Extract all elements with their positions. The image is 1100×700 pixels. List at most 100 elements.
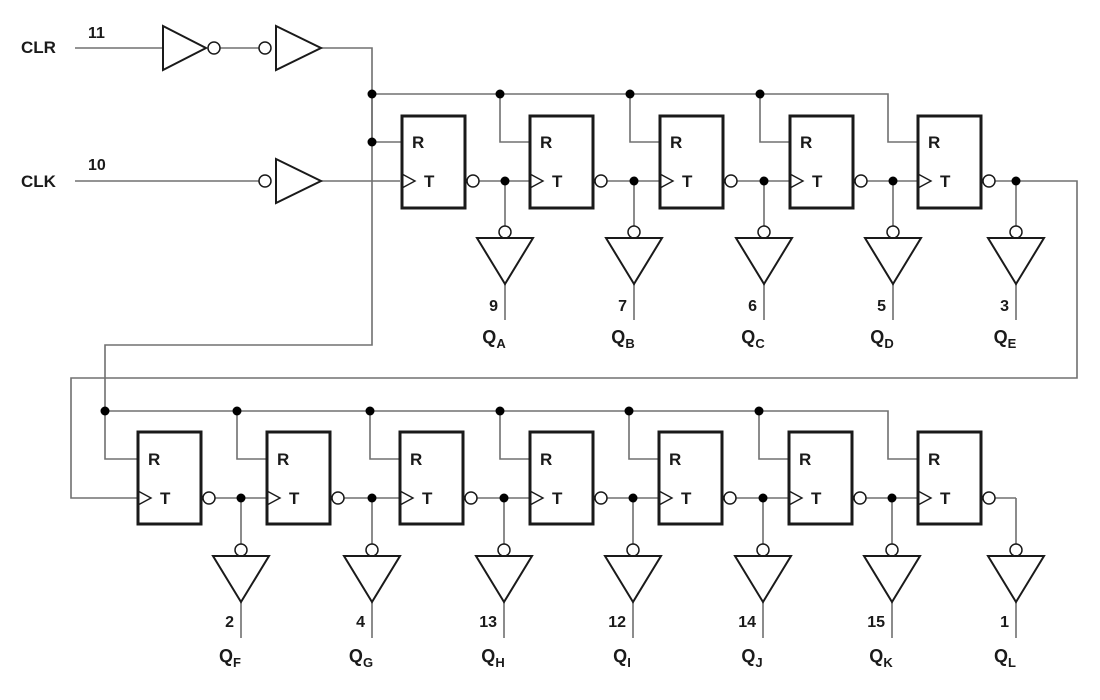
junction-dot bbox=[1011, 176, 1021, 186]
output-buffer-0 bbox=[475, 237, 535, 286]
inversion-bubble bbox=[1009, 543, 1023, 557]
flip-flop-6 bbox=[265, 430, 332, 526]
inversion-bubble bbox=[234, 543, 248, 557]
flip-flop-reset-label: R bbox=[928, 133, 940, 152]
flip-flop-clock-label: T bbox=[289, 489, 300, 508]
output-q-label: QL bbox=[994, 646, 1016, 670]
clock-edge-marker bbox=[137, 490, 153, 506]
clk-pin-number: 10 bbox=[88, 157, 106, 174]
flip-flop-0 bbox=[400, 114, 467, 210]
junction-dot bbox=[625, 89, 635, 99]
clock-edge-marker bbox=[789, 173, 805, 189]
flip-flop-reset-label: R bbox=[540, 133, 552, 152]
inversion-bubble bbox=[756, 543, 770, 557]
inversion-bubble bbox=[723, 491, 737, 505]
junction-dot bbox=[232, 406, 242, 416]
output-pin-number: 1 bbox=[1000, 614, 1009, 631]
junction-dot bbox=[100, 406, 110, 416]
junction-dot bbox=[629, 176, 639, 186]
flip-flop-clock-label: T bbox=[812, 172, 823, 191]
junction-dot bbox=[365, 406, 375, 416]
flip-flop-reset-label: R bbox=[670, 133, 682, 152]
inversion-bubble bbox=[594, 491, 608, 505]
output-buffer-2 bbox=[734, 237, 794, 286]
flip-flop-reset-label: R bbox=[799, 450, 811, 469]
flip-flop-clock-label: T bbox=[682, 172, 693, 191]
junction-dot bbox=[755, 89, 765, 99]
reset-drop-wire bbox=[369, 411, 400, 460]
output-pin-number: 6 bbox=[748, 298, 757, 315]
inversion-bubble bbox=[982, 174, 996, 188]
carry-to-second-row-wire bbox=[70, 180, 1078, 499]
inversion-bubble bbox=[854, 174, 868, 188]
inversion-bubble bbox=[886, 225, 900, 239]
flip-flop-clock-label: T bbox=[811, 489, 822, 508]
flip-flop-reset-label: R bbox=[412, 133, 424, 152]
output-pin-number: 9 bbox=[489, 298, 498, 315]
inversion-bubble bbox=[594, 174, 608, 188]
output-pin-number: 7 bbox=[618, 298, 627, 315]
flip-flop-7 bbox=[398, 430, 465, 526]
flip-flop-reset-label: R bbox=[410, 450, 422, 469]
flip-flop-reset-label: R bbox=[540, 450, 552, 469]
junction-dot bbox=[758, 493, 768, 503]
junction-dot bbox=[888, 176, 898, 186]
inversion-bubble bbox=[724, 174, 738, 188]
output-buffer-3 bbox=[863, 237, 923, 286]
clear-trunk-wire bbox=[104, 47, 373, 410]
flip-flop-clock-label: T bbox=[422, 489, 433, 508]
output-q-label: QJ bbox=[741, 646, 762, 670]
reset-drop-wire bbox=[236, 411, 267, 460]
output-pin-number: 15 bbox=[867, 614, 885, 631]
clock-edge-marker bbox=[917, 173, 933, 189]
clock-edge-marker bbox=[529, 173, 545, 189]
flip-flop-reset-label: R bbox=[669, 450, 681, 469]
clock-edge-marker bbox=[266, 490, 282, 506]
junction-dot bbox=[495, 89, 505, 99]
clr-buffer bbox=[275, 24, 324, 72]
junction-dot bbox=[628, 493, 638, 503]
inversion-bubble bbox=[365, 543, 379, 557]
components bbox=[100, 24, 1046, 604]
output-q-label: QI bbox=[613, 646, 631, 670]
flip-flop-reset-label: R bbox=[277, 450, 289, 469]
inversion-bubble bbox=[258, 41, 272, 55]
output-buffer-9 bbox=[733, 555, 793, 604]
inversion-bubble bbox=[466, 174, 480, 188]
output-pin-number: 5 bbox=[877, 298, 886, 315]
output-pin-number: 13 bbox=[479, 614, 497, 631]
junction-dot bbox=[495, 406, 505, 416]
inversion-bubble bbox=[331, 491, 345, 505]
junction-dot bbox=[367, 137, 377, 147]
flip-flop-clock-label: T bbox=[552, 172, 563, 191]
output-buffer-8 bbox=[603, 555, 663, 604]
flip-flop-4 bbox=[916, 114, 983, 210]
junction-dot bbox=[367, 493, 377, 503]
output-q-label: QK bbox=[869, 646, 893, 670]
reset-drop-wire bbox=[104, 411, 138, 460]
output-q-label: QE bbox=[994, 327, 1017, 351]
inversion-bubble bbox=[982, 491, 996, 505]
clock-edge-marker bbox=[529, 490, 545, 506]
clock-edge-marker bbox=[658, 490, 674, 506]
output-q-label: QB bbox=[611, 327, 634, 351]
output-pin-number: 4 bbox=[356, 614, 365, 631]
labels: CLR 11 CLK 10 RT9QART7QBRT6QCRT5QDRT3QER… bbox=[21, 25, 1017, 670]
reset-drop-wire bbox=[758, 411, 789, 460]
junction-dot bbox=[500, 176, 510, 186]
junction-dot bbox=[367, 89, 377, 99]
clock-edge-marker bbox=[788, 490, 804, 506]
clock-edge-marker bbox=[399, 490, 415, 506]
flip-flop-8 bbox=[528, 430, 595, 526]
junction-dot bbox=[759, 176, 769, 186]
flip-flop-clock-label: T bbox=[160, 489, 171, 508]
junction-dot bbox=[887, 493, 897, 503]
clock-edge-marker bbox=[401, 173, 417, 189]
inversion-bubble bbox=[626, 543, 640, 557]
inversion-bubble bbox=[1009, 225, 1023, 239]
flip-flop-1 bbox=[528, 114, 595, 210]
clk-input-label: CLK bbox=[21, 172, 57, 191]
inversion-bubble bbox=[202, 491, 216, 505]
inversion-bubble bbox=[258, 174, 272, 188]
